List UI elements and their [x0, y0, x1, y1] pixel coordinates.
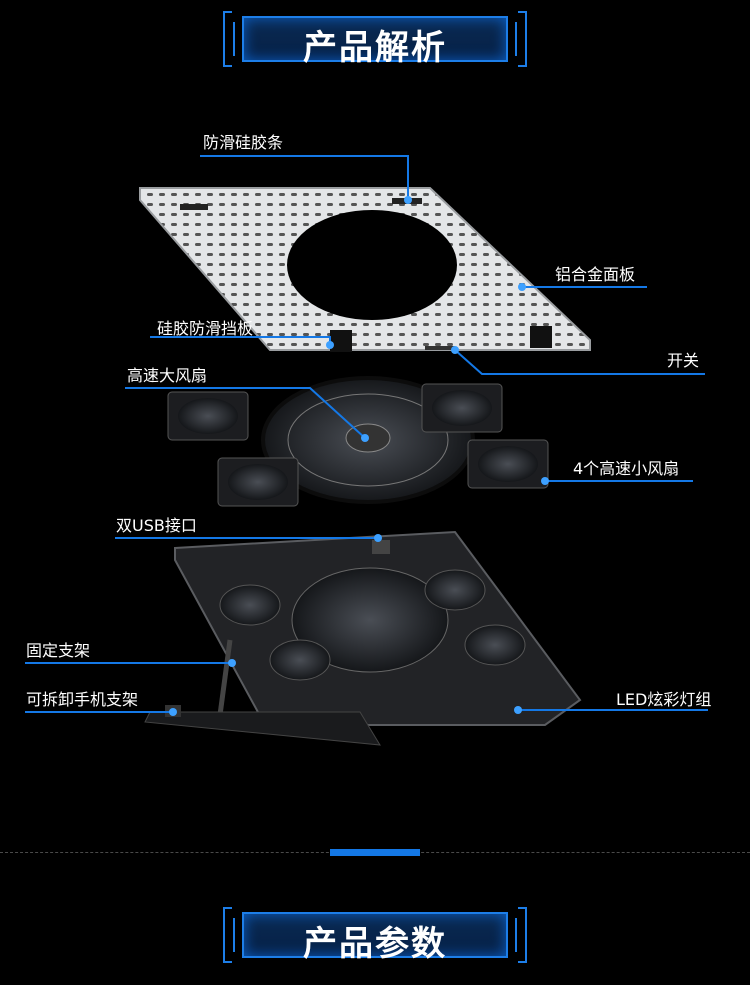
usb-port — [372, 540, 390, 554]
banner-frame-icon — [223, 907, 527, 963]
label-switch: 开关 — [667, 351, 700, 370]
baffle-left — [330, 330, 352, 352]
small-fan-1 — [167, 391, 249, 441]
anti-slip-strip-left — [180, 204, 208, 210]
label-silicone-baffle: 硅胶防滑挡板 — [157, 319, 254, 338]
switch-slot — [425, 346, 455, 350]
panel-cutout — [287, 210, 457, 320]
callout-dots — [169, 196, 549, 716]
params-banner: 产品参数 — [222, 904, 528, 966]
banner-box — [242, 16, 508, 62]
label-anti-slip-strip: 防滑硅胶条 — [203, 133, 284, 152]
label-big-fan: 高速大风扇 — [127, 366, 208, 385]
base-frame — [174, 530, 582, 726]
section-title-params: 产品参数 — [303, 924, 447, 964]
divider-accent-bar — [330, 849, 420, 856]
label-dual-usb: 双USB接口 — [116, 516, 197, 535]
analysis-banner: 产品解析 — [222, 8, 528, 70]
small-fan-3 — [421, 383, 503, 433]
section-title-analysis: 产品解析 — [303, 28, 447, 68]
small-fan-2 — [217, 457, 299, 507]
label-aluminum-panel: 铝合金面板 — [555, 265, 636, 284]
label-small-fans: 4个高速小风扇 — [573, 459, 680, 478]
banner-box — [242, 912, 508, 958]
label-phone-stand: 可拆卸手机支架 — [26, 690, 139, 709]
small-fan-4 — [467, 439, 549, 489]
stand — [144, 639, 381, 746]
banner-frame-icon — [223, 11, 527, 67]
label-fixed-stand: 固定支架 — [26, 641, 91, 660]
baffle-right — [530, 326, 552, 348]
label-led-lights: LED炫彩灯组 — [616, 690, 712, 709]
aluminum-panel — [139, 187, 591, 352]
